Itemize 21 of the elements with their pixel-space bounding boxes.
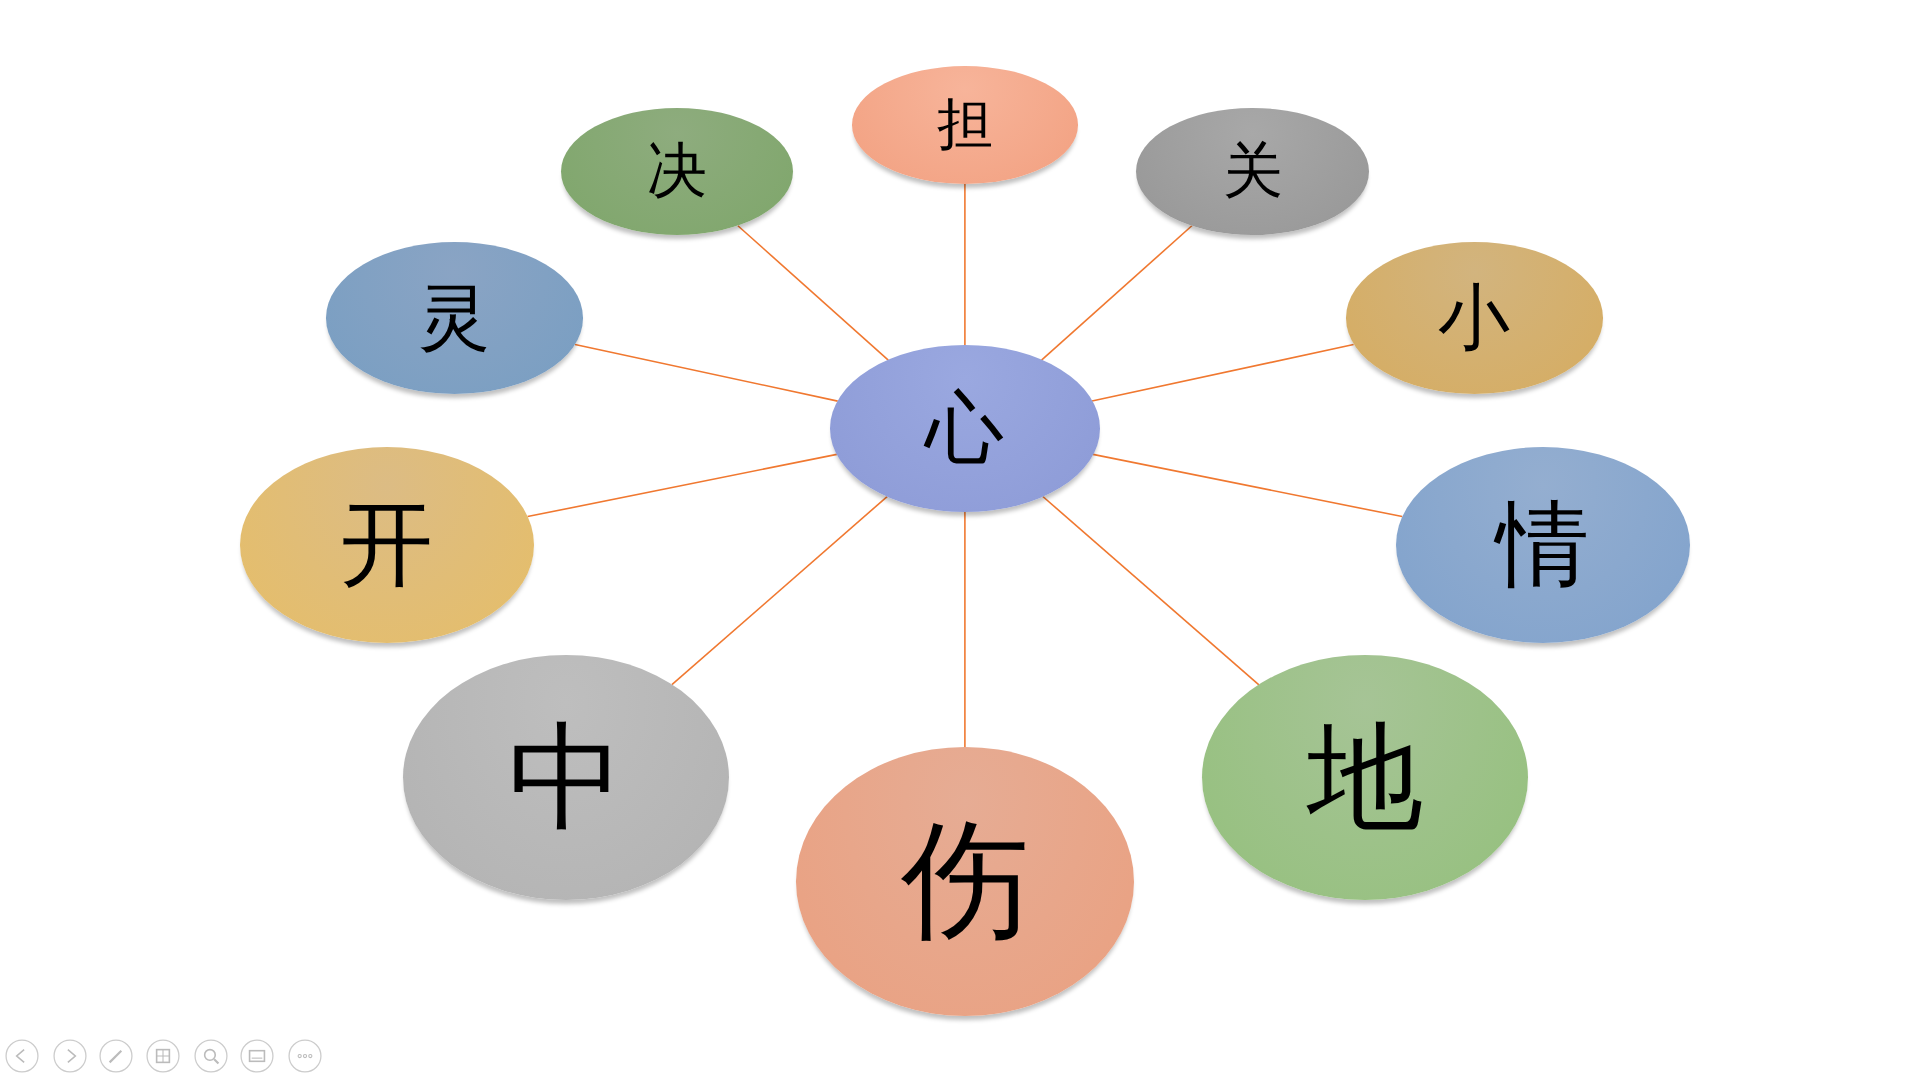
connector-line <box>1040 224 1193 361</box>
connector-line <box>1091 343 1355 402</box>
ellipse-bubble: 灵 <box>325 242 583 395</box>
ellipse-bubble: 关 <box>1136 107 1369 236</box>
ellipse-bubble: 地 <box>1202 655 1529 900</box>
ellipse-bubble: 中 <box>402 655 729 900</box>
ellipse-bubble: 决 <box>560 107 794 236</box>
ellipse-bubble: 开 <box>240 446 534 643</box>
ellipse-bubble: 担 <box>852 66 1078 184</box>
connector-line <box>1042 495 1260 686</box>
connector-line <box>964 182 966 347</box>
connector-line <box>526 453 838 518</box>
connector-line <box>964 511 966 748</box>
connector-line <box>574 343 839 402</box>
connector-line <box>737 224 890 361</box>
connector-line <box>671 495 888 686</box>
ellipse-bubble: 心 <box>830 345 1100 512</box>
ellipse-bubble: 情 <box>1395 446 1690 643</box>
connector-line <box>1092 453 1403 518</box>
ellipse-bubble: 伤 <box>795 746 1134 1017</box>
ellipse-bubble: 小 <box>1345 242 1603 395</box>
